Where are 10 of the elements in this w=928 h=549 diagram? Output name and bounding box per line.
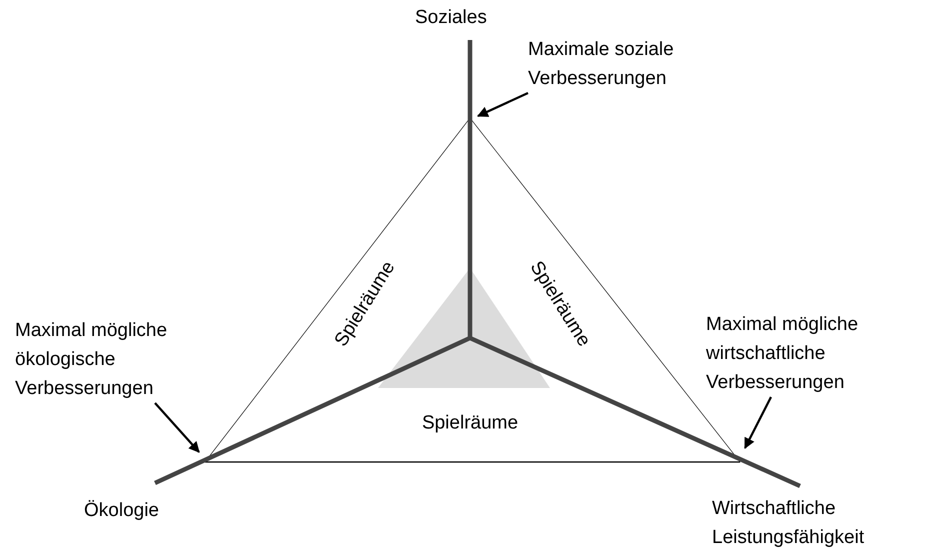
callout-text: Maximal mögliche ökologische Verbesserungen xyxy=(15,316,225,403)
leader-arrow xyxy=(154,402,200,453)
leader-arrow xyxy=(477,92,528,117)
axis-label: Ökologie xyxy=(84,496,204,525)
axis-label: Soziales xyxy=(415,3,535,32)
callout-text: Maximal mögliche wirtschaftliche Verbesserungen xyxy=(706,310,916,397)
callout-text: Maximale soziale Verbesserungen xyxy=(528,35,728,93)
axis-label: Wirtschaftliche Leistungsfähigkeit xyxy=(712,494,927,549)
leader-arrow xyxy=(744,396,772,449)
area-label: Spielräume xyxy=(422,412,518,436)
